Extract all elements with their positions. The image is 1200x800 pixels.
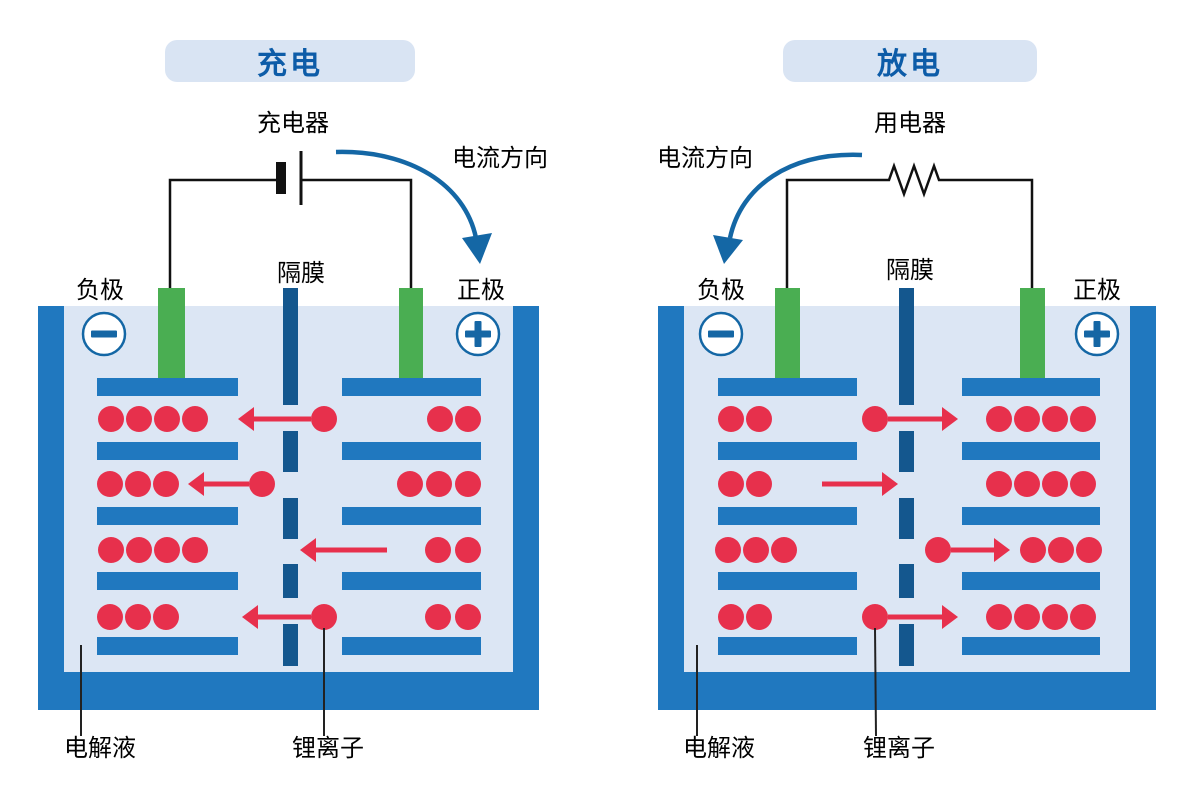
positive-electrode-tab bbox=[399, 288, 423, 378]
lithium-ion-label: 锂离子 bbox=[863, 735, 935, 762]
anode-layer-stack bbox=[718, 378, 857, 655]
discharging-diagram bbox=[658, 152, 1156, 737]
current-direction-label: 电流方向 bbox=[657, 145, 753, 172]
lithium-ion-row bbox=[718, 471, 1096, 497]
plus-circle-icon bbox=[455, 311, 501, 357]
separator-label: 隔膜 bbox=[277, 260, 325, 287]
current-direction-arrow bbox=[335, 149, 492, 264]
electrolyte-label: 电解液 bbox=[64, 735, 136, 762]
ion-movement-arrow bbox=[994, 538, 1010, 562]
discharging-title-badge: 放电 bbox=[783, 40, 1037, 82]
ion-movement-arrow bbox=[942, 407, 958, 431]
charging-title-badge: 充电 bbox=[165, 40, 415, 82]
negative-terminal-label: 负极 bbox=[76, 277, 124, 304]
ion-movement-arrow bbox=[188, 472, 204, 496]
resistor-icon bbox=[880, 162, 943, 198]
lithium-ion-leader-line bbox=[874, 627, 877, 737]
plus-circle-icon bbox=[1074, 311, 1120, 357]
lithium-ion-row bbox=[98, 537, 481, 563]
negative-electrode-tab bbox=[775, 288, 800, 378]
negative-electrode-tab bbox=[158, 288, 185, 378]
lithium-ion-row bbox=[97, 471, 481, 497]
lithium-ion-row bbox=[97, 604, 481, 630]
cathode-layer-stack bbox=[962, 378, 1100, 655]
positive-terminal-label: 正极 bbox=[457, 277, 505, 304]
positive-terminal-label: 正极 bbox=[1073, 277, 1121, 304]
current-direction-label: 电流方向 bbox=[452, 145, 548, 172]
separator-label: 隔膜 bbox=[886, 257, 934, 284]
ion-movement-arrow bbox=[300, 538, 316, 562]
lithium-ion-row bbox=[715, 537, 1102, 563]
appliance-label: 用电器 bbox=[874, 110, 946, 137]
ion-movement-arrow bbox=[238, 407, 254, 431]
charging-circuit-wire bbox=[168, 178, 413, 290]
separator-dashed-line bbox=[899, 288, 914, 666]
lithium-ion-row bbox=[98, 406, 481, 432]
charger-label: 充电器 bbox=[257, 110, 329, 137]
current-direction-arrow bbox=[713, 152, 863, 264]
separator-dashed-line bbox=[283, 288, 298, 666]
lithium-ion-row bbox=[718, 406, 1096, 432]
charging-diagram bbox=[38, 149, 539, 736]
ion-movement-arrow bbox=[242, 605, 258, 629]
negative-terminal-label: 负极 bbox=[697, 277, 745, 304]
minus-circle-icon bbox=[698, 311, 744, 357]
electrolyte-label: 电解液 bbox=[683, 735, 755, 762]
battery-icon bbox=[276, 151, 303, 205]
anode-layer-stack bbox=[97, 378, 238, 655]
minus-circle-icon bbox=[81, 311, 127, 357]
cathode-layer-stack bbox=[342, 378, 481, 655]
positive-electrode-tab bbox=[1020, 288, 1045, 378]
lithium-ion-row bbox=[718, 604, 1096, 630]
lithium-ion-label: 锂离子 bbox=[292, 735, 364, 762]
ion-movement-arrow bbox=[882, 472, 898, 496]
discharging-circuit-wire bbox=[785, 178, 1034, 290]
ion-movement-arrow bbox=[942, 605, 958, 629]
